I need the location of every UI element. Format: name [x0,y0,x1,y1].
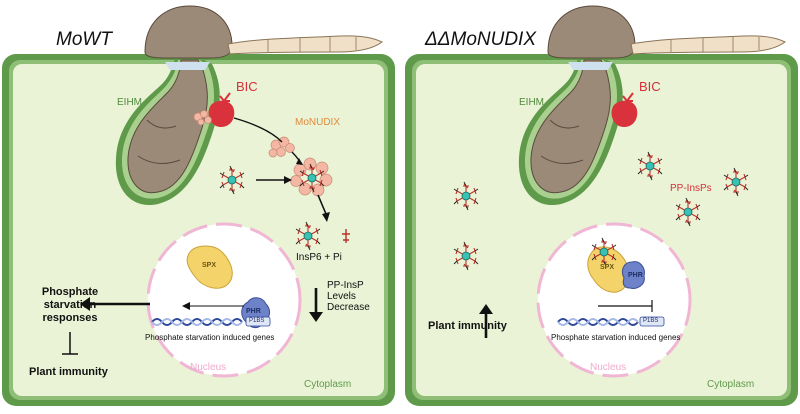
left-nudix-proteins [193,110,333,197]
right-genes-label: Phosphate starvation induced genes [551,333,681,342]
right-immunity-label: Plant immunity [428,320,507,332]
right-ppinsps-label: PP-InsPs [670,183,712,194]
left-germ-tube [227,35,383,55]
left-responses-label: Phosphate starvation responses [40,286,100,325]
right-spx-protein [587,246,630,293]
left-phr-label: PHR [246,308,261,315]
right-nucleus [536,222,692,378]
left-nucleus-label: Nucleus [190,362,227,373]
right-phr-protein [621,261,645,289]
left-pi-symbol [342,229,350,243]
left-genes-label: Phosphate starvation induced genes [145,333,275,342]
responses-line-1: Phosphate [41,286,99,298]
right-cytoplasm-label: Cytoplasm [707,379,755,390]
left-nucleus [146,222,302,378]
right-eihm-label: EIHM [519,97,544,108]
left-bic-blob [208,100,235,128]
right-p1bs-box [639,316,665,327]
right-panel-title: ΔΔMoNUDIX [425,29,537,50]
right-bic-label: BIC [639,79,661,94]
right-germ-tube [630,35,786,55]
responses-line-2: starvation [43,299,97,311]
left-invasive-hypha [115,58,220,206]
right-invasive-hypha [518,58,623,206]
right-phr-label: PHR [628,272,643,279]
left-products-label: InsP6 + Pi [296,252,342,263]
left-dna [151,318,243,326]
left-eihm-label: EIHM [117,97,142,108]
left-decrease-label: PP-InsP Levels Decrease [327,280,370,313]
left-nudix-label: MoNUDIX [295,117,341,128]
right-bic-blob [611,100,638,128]
left-cytoplasm-label: Cytoplasm [304,379,352,390]
left-p1bs-box [245,316,271,327]
responses-line-3: responses [42,312,98,324]
left-p1bs-label: P1BS [249,318,265,324]
decrease-line-3: Decrease [327,302,370,313]
right-p1bs-label: P1BS [643,318,659,324]
left-immunity-label: Plant immunity [29,366,108,378]
right-panel [405,5,798,406]
left-spx-protein [186,245,233,289]
left-spx-label: SPX [202,262,217,269]
left-appressorium [144,5,233,59]
left-bic-label: BIC [236,79,258,94]
decrease-line-1: PP-InsP [327,280,364,291]
left-panel-title: MoWT [56,29,112,50]
right-spx-label: SPX [600,264,615,271]
left-panel [2,5,395,406]
right-nucleus-label: Nucleus [590,362,627,373]
decrease-line-2: Levels [327,291,356,302]
right-appressorium [547,5,636,59]
